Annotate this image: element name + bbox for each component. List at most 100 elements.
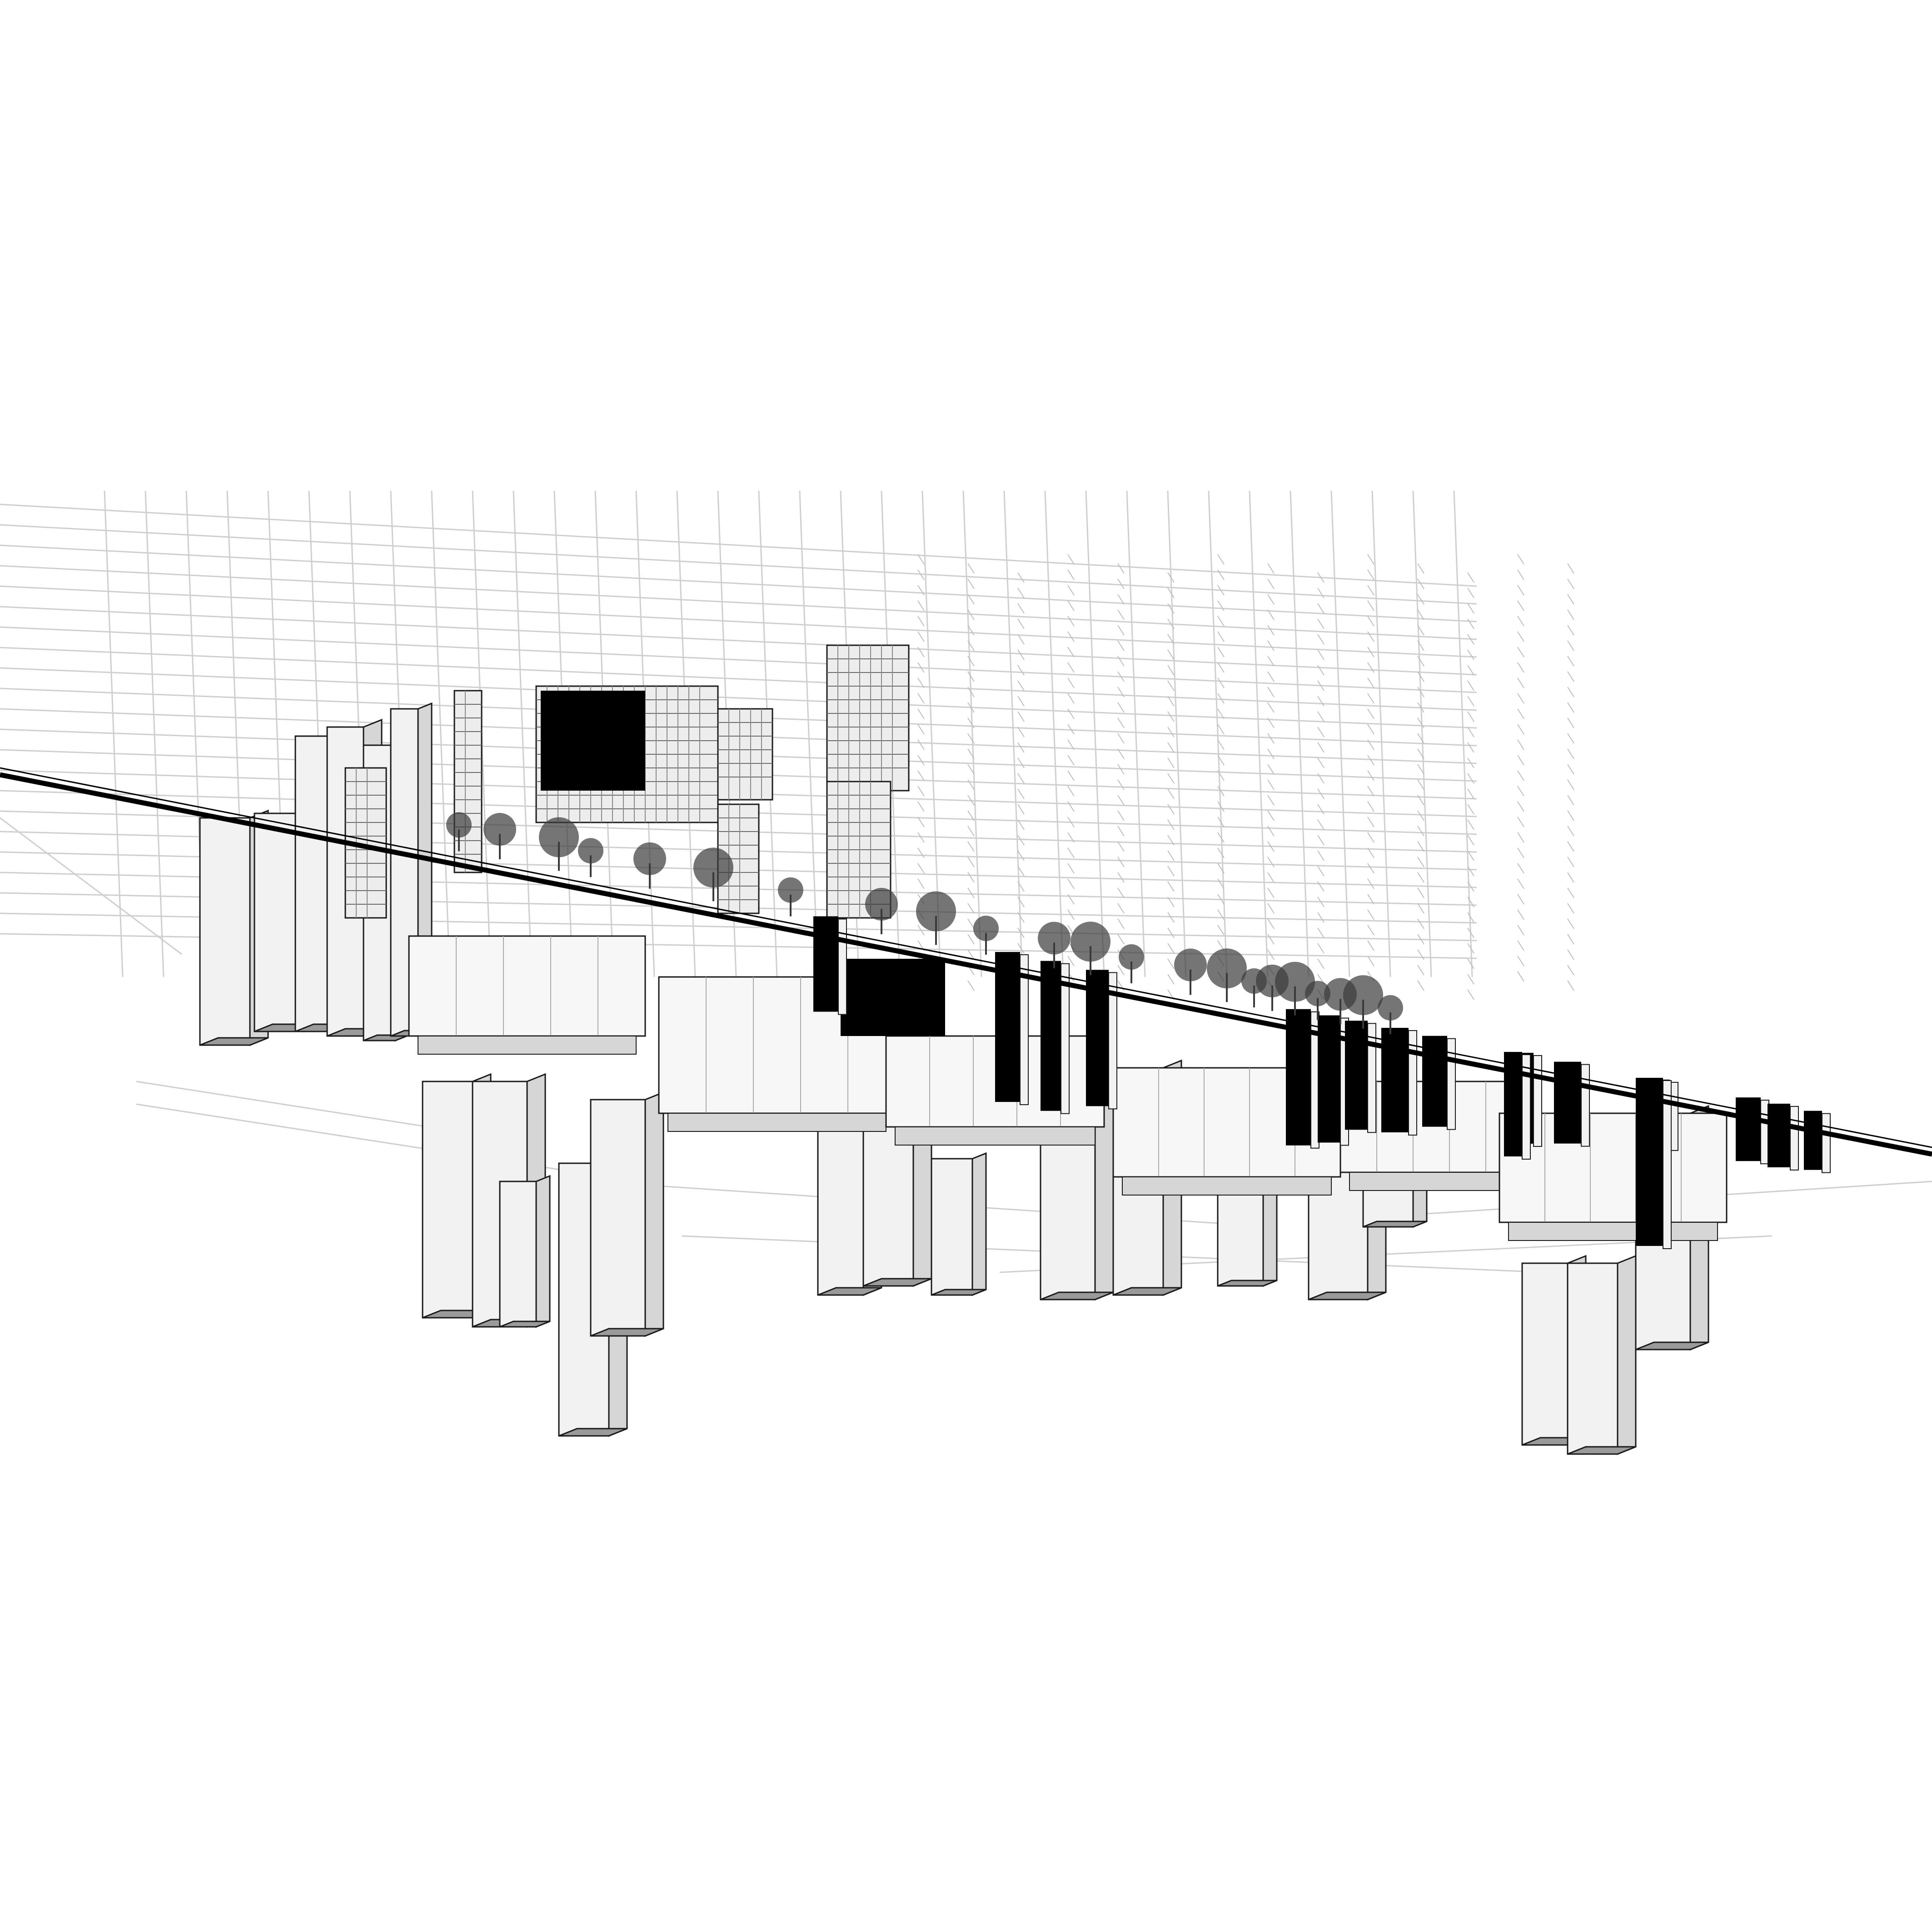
black-slab-edge [1663,1080,1672,1249]
annotation-stroke [1017,943,1025,954]
annotation-stroke [1517,971,1524,982]
hanging-box-side [971,1152,987,1296]
annotation-stroke [1367,894,1374,905]
annotation-stroke [1367,878,1374,889]
annotation-stroke [1567,563,1574,574]
annotation-stroke [1067,585,1075,596]
grid-horizontal [0,544,1477,623]
annotation-stroke [1117,609,1125,620]
annotation-stroke [1467,989,1474,1000]
tree-crown [1343,975,1383,1016]
annotation-stroke [1517,832,1524,843]
annotation-stroke [1567,764,1574,775]
annotation-stroke [1067,956,1075,966]
annotation-stroke [1267,563,1275,574]
annotation-stroke [1567,872,1574,883]
annotation-stroke [1317,572,1325,583]
annotation-stroke [1317,588,1325,598]
black-slab-edge [1522,1054,1531,1160]
annotation-stroke [1217,678,1225,688]
tree-crown [1038,922,1071,955]
annotation-stroke [1417,857,1424,867]
annotation-stroke [1517,786,1524,797]
annotation-stroke [1567,903,1574,914]
annotation-stroke [1417,609,1424,620]
grid-vertical [1330,490,1350,977]
black-slab-edge [1822,1113,1831,1173]
annotation-stroke [1467,588,1474,598]
annotation-stroke [1317,742,1325,753]
annotation-stroke [1017,819,1025,830]
annotation-stroke [1267,625,1275,636]
annotation-stroke [1067,801,1075,812]
annotation-stroke [1367,708,1374,719]
annotation-stroke [1017,680,1025,691]
annotation-stroke [1467,757,1474,768]
annotation-stroke [1067,616,1075,627]
datum-line-main [0,772,1932,1157]
hanging-box-base [1567,1446,1636,1455]
annotation-stroke [1267,887,1275,898]
grid-vertical [1249,490,1269,977]
black-slab [1504,1052,1522,1157]
annotation-stroke [1067,755,1075,766]
annotation-stroke [1467,727,1474,737]
annotation-stroke [1267,795,1275,806]
annotation-stroke [1467,912,1474,923]
annotation-stroke [1467,603,1474,614]
ghost-line [136,1103,637,1182]
annotation-stroke [1167,866,1175,877]
annotation-stroke [1167,927,1175,938]
ghost-line [0,817,182,955]
annotation-stroke [1317,634,1325,645]
annotation-stroke [1267,949,1275,960]
annotation-stroke [1367,956,1374,966]
annotation-stroke [1367,678,1374,688]
annotation-stroke [1367,569,1374,580]
annotation-stroke [1367,940,1374,951]
annotation-stroke [1167,618,1175,629]
annotation-stroke [1267,748,1275,759]
annotation-stroke [1117,857,1125,867]
tree-crown [1378,995,1403,1021]
annotation-stroke [1367,724,1374,735]
grid-vertical [1085,490,1105,977]
annotation-stroke [1017,757,1025,768]
annotation-stroke [1167,773,1175,784]
annotation-stroke [1017,742,1025,753]
annotation-stroke [1417,671,1424,682]
annotation-stroke [1467,572,1474,583]
tree-crown [1207,948,1247,989]
annotation-stroke [1217,724,1225,735]
annotation-stroke [1267,594,1275,605]
annotation-stroke [1367,755,1374,766]
annotation-stroke [1317,711,1325,722]
annotation-stroke [1517,724,1524,735]
annotation-stroke [1067,724,1075,735]
annotation-stroke [1167,757,1175,768]
annotation-stroke [1067,662,1075,673]
podium-underside [1122,1176,1332,1196]
annotation-stroke [1517,817,1524,827]
annotation-stroke [1167,804,1175,815]
annotation-stroke [1267,841,1275,852]
annotation-stroke [1017,927,1025,938]
annotation-stroke [1467,866,1474,877]
annotation-stroke [1517,569,1524,580]
annotation-stroke [1417,656,1424,667]
tree-crown [865,887,898,921]
annotation-stroke [967,733,975,744]
black-slab [995,952,1020,1102]
annotation-stroke [1067,847,1075,858]
tree-crown [633,842,666,875]
annotation-stroke [1117,640,1125,651]
grid-vertical [799,490,819,977]
grid-horizontal [0,503,1477,587]
annotation-stroke [1467,665,1474,676]
annotation-stroke [1017,665,1025,676]
annotation-stroke [1067,569,1075,580]
hanging-box-base [1308,1291,1386,1300]
annotation-stroke [1417,764,1424,775]
annotation-stroke [1067,631,1075,642]
annotation-stroke [1017,866,1025,877]
